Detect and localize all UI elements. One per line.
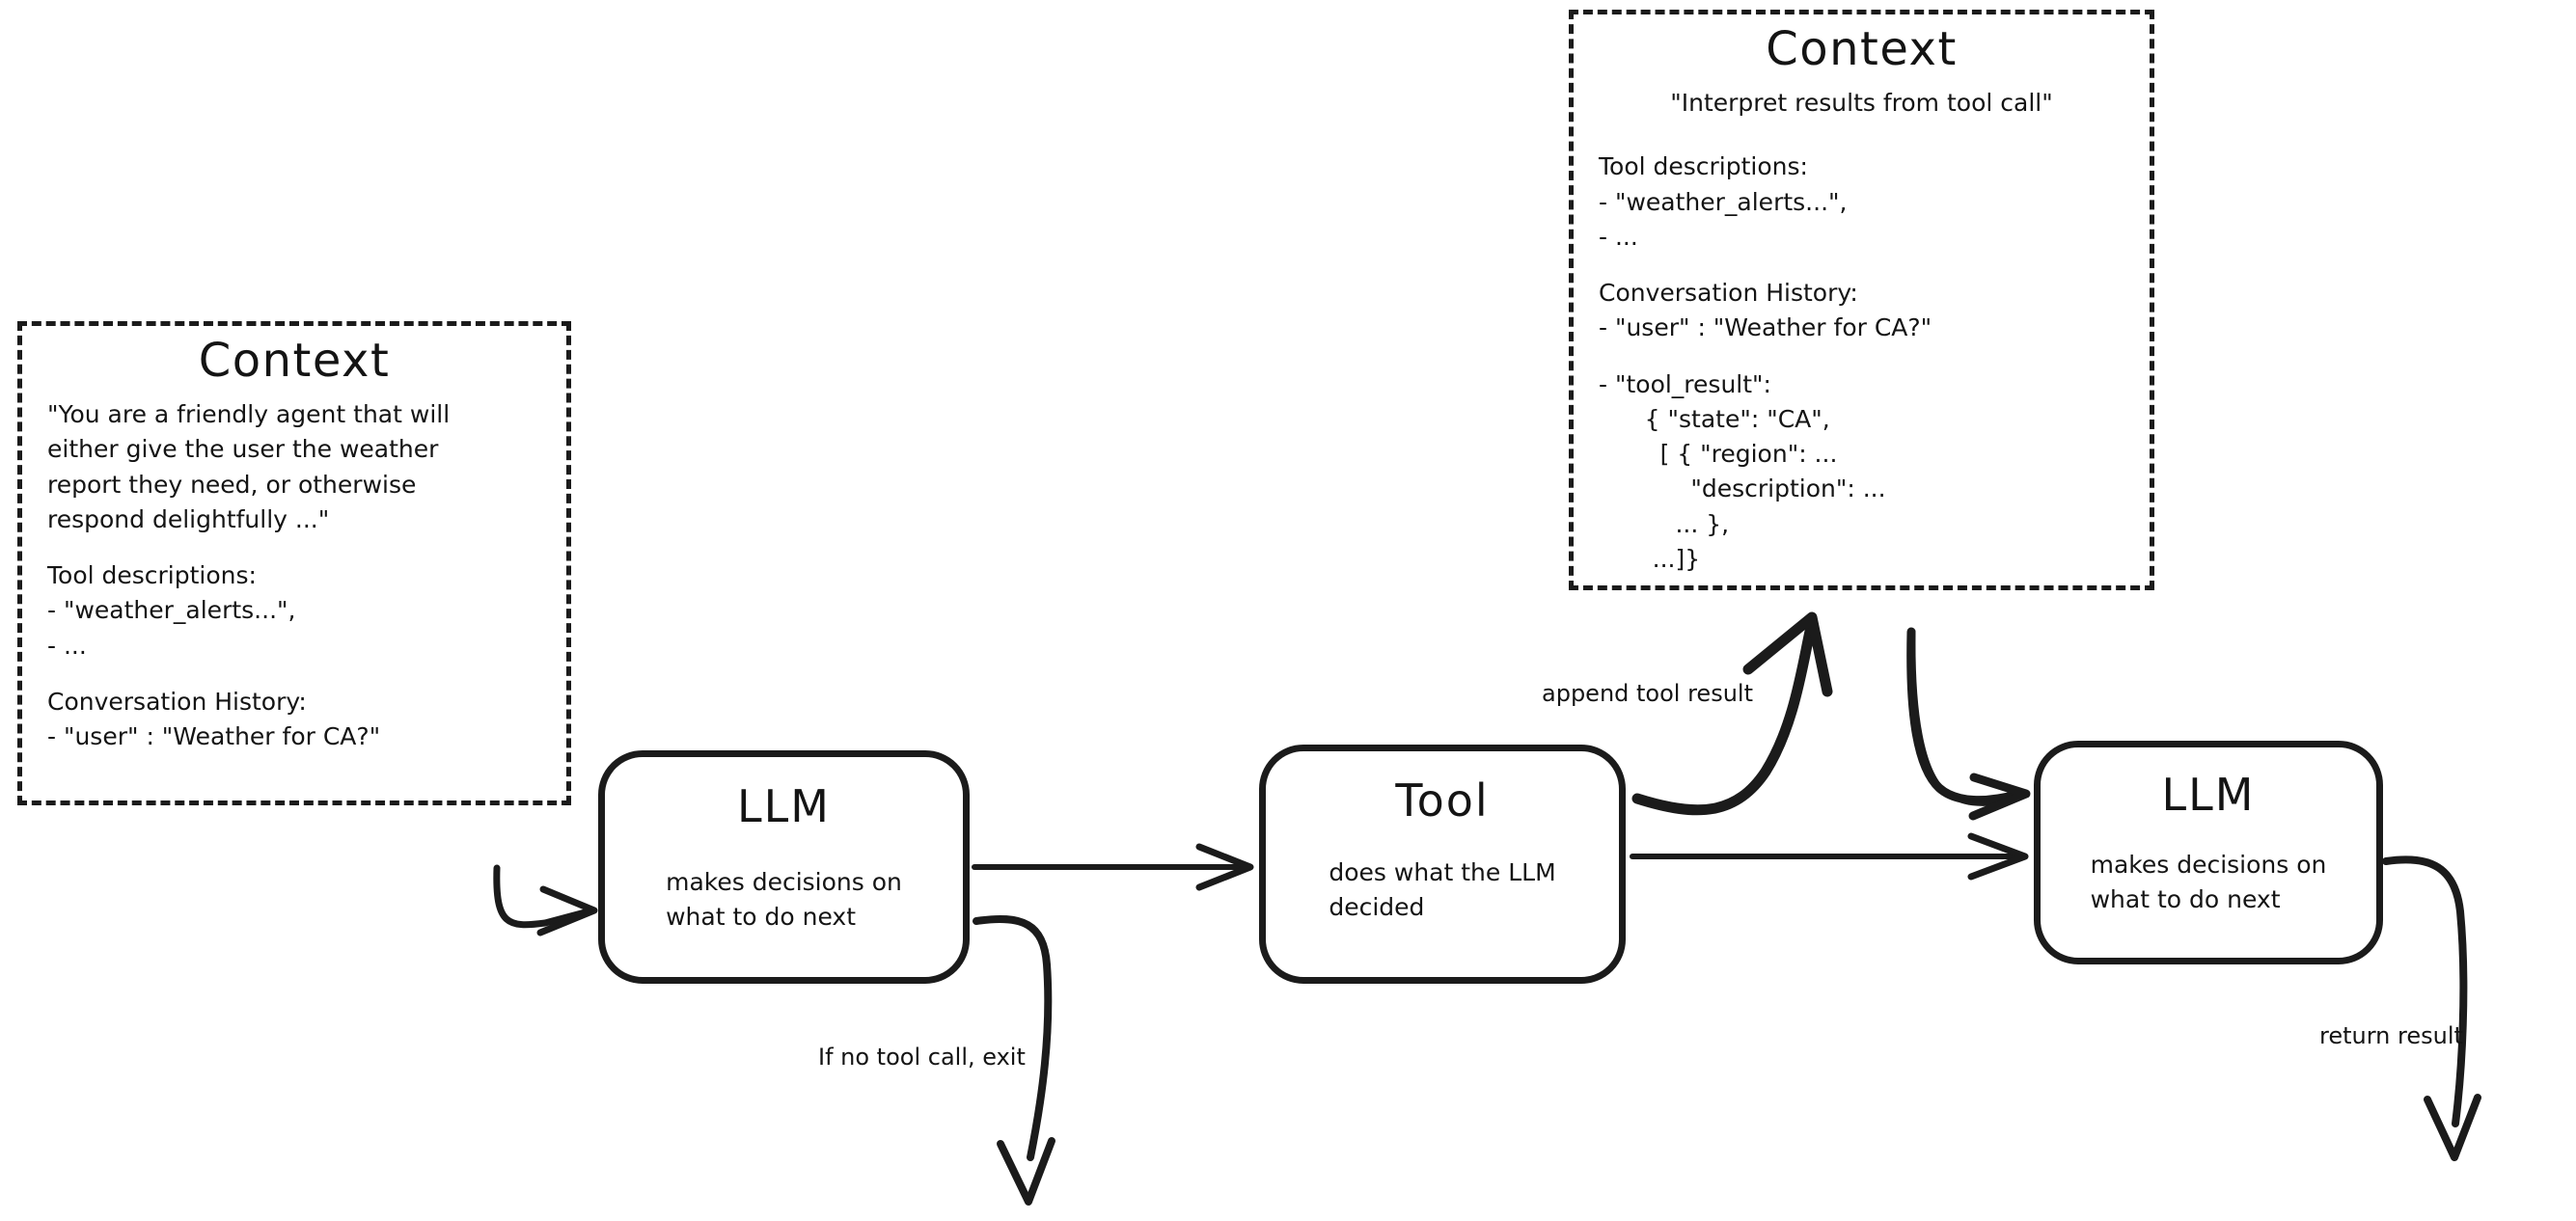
llm-first-title: LLM [737,780,831,832]
llm-first-subtitle: makes decisions on what to do next [666,868,902,931]
context-right-title: Context [1766,22,1958,76]
llm-second-title: LLM [2161,769,2256,821]
context-left-title: Context [198,334,391,388]
context-right-system-prompt: "Interpret results from tool call" [1670,89,2053,117]
context-right-tools-items: - "weather_alerts...", - ... [1599,187,1848,251]
edge-llm-to-tool [972,843,1254,891]
context-box-right: Context "Interpret results from tool cal… [1569,10,2154,590]
edge-label-exit: If no tool call, exit [818,1044,1026,1071]
context-right-history-items: - "user" : "Weather for CA?" [1599,313,1932,342]
node-llm-first[interactable]: LLM makes decisions on what to do next [598,750,970,984]
llm-second-subtitle: makes decisions on what to do next [2090,851,2327,913]
edge-exit [973,914,1055,1206]
tool-title: Tool [1395,774,1490,827]
context-left-tools-heading: Tool descriptions: [47,561,257,589]
tool-subtitle: does what the LLM decided [1329,858,1556,921]
edge-context-to-llm [493,864,598,936]
edge-return-result [2382,855,2481,1161]
context-left-body: "You are a friendly agent that will eith… [22,397,566,754]
edge-label-return-result: return result [2319,1022,2463,1049]
context-left-history-heading: Conversation History: [47,687,307,716]
edge-label-append-tool-result: append tool result [1542,680,1753,707]
context-left-history-items: - "user" : "Weather for CA?" [47,722,381,750]
edge-tool-to-llm2 [1630,832,2029,881]
edge-context2-to-llm2 [1906,627,2031,821]
context-right-tool-result: - "tool_result": { "state": "CA", [ { "r… [1599,369,1886,573]
context-right-tools-heading: Tool descriptions: [1599,152,1808,181]
context-right-body: "Interpret results from tool call" Tool … [1574,86,2150,577]
context-left-system-prompt: "You are a friendly agent that will eith… [47,400,451,533]
edge-append-tool-result [1631,611,1833,816]
node-tool[interactable]: Tool does what the LLM decided [1259,745,1626,984]
context-right-history-heading: Conversation History: [1599,279,1858,307]
context-box-left: Context "You are a friendly agent that w… [17,321,571,805]
context-left-tools-items: - "weather_alerts...", - ... [47,596,296,660]
node-llm-second[interactable]: LLM makes decisions on what to do next [2034,741,2383,964]
